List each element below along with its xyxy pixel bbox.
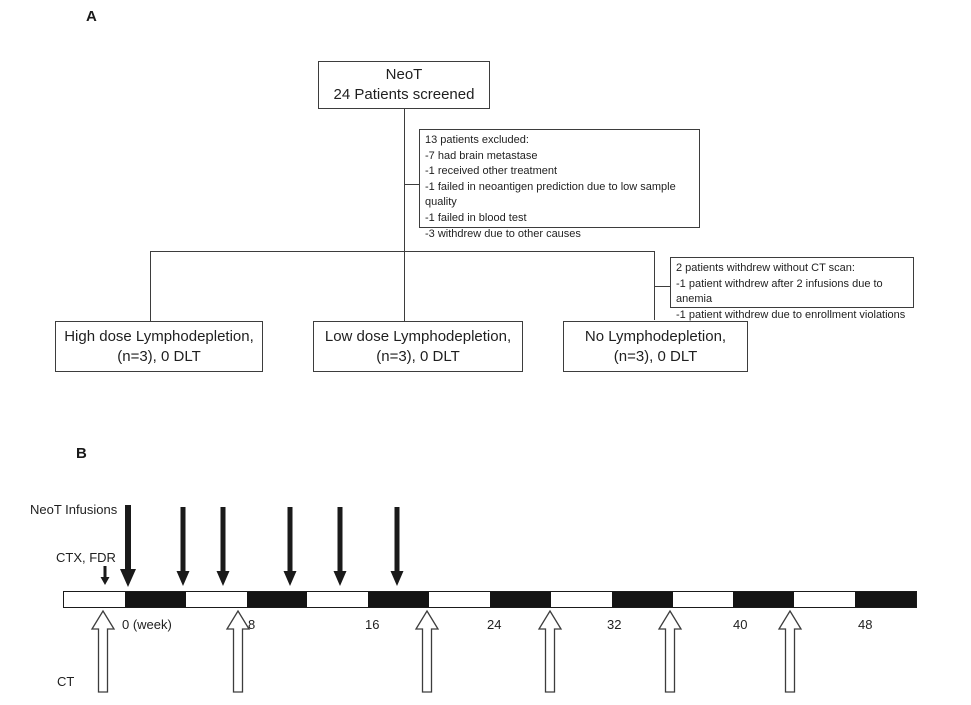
connector-withdrew-horizontal — [654, 286, 671, 287]
arm-box-line1: No Lymphodepletion, — [584, 327, 727, 345]
timeline-segment-black — [246, 592, 308, 607]
arm-box-no-lymphodepletion: No Lymphodepletion, (n=3), 0 DLT — [563, 321, 748, 372]
timeline-segment-black — [855, 592, 916, 607]
box-line: 13 patients excluded: — [425, 134, 529, 146]
week-label: 8 — [248, 617, 256, 632]
screened-box: NeoT 24 Patients screened — [318, 61, 490, 109]
week-label: 24 — [487, 617, 502, 632]
ctx-fdr-label: CTX, FDR — [56, 550, 116, 565]
box-line: 2 patients withdrew without CT scan: — [676, 262, 855, 274]
withdrew-box: 2 patients withdrew without CT scan: -1 p… — [670, 257, 914, 321]
panel-a-label: A — [86, 8, 97, 25]
ct-label: CT — [57, 674, 75, 689]
infusion-arrow — [120, 505, 136, 587]
ct-scan-arrow — [537, 609, 563, 693]
timeline-segment-black — [611, 592, 673, 607]
arm-box-line2: (n=3), 0 DLT — [376, 347, 460, 365]
box-line: -7 had brain metastase — [425, 149, 538, 162]
screened-box-line2: 24 Patients screened — [333, 86, 475, 103]
connector-middle-vertical — [404, 251, 405, 321]
screened-box-line1: NeoT — [385, 66, 423, 83]
infusion-arrow — [283, 507, 297, 586]
box-line: -1 patient withdrew after 2 infusions du… — [676, 277, 883, 306]
box-line: -1 failed in blood test — [425, 211, 527, 224]
connector-right-vertical — [654, 251, 655, 320]
timeline-segment-black — [733, 592, 795, 607]
arm-box-high-dose: High dose Lymphodepletion, (n=3), 0 DLT — [55, 321, 263, 372]
ct-scan-arrow — [90, 609, 116, 693]
neot-infusions-label: NeoT Infusions — [30, 502, 118, 517]
week-label: 16 — [365, 617, 380, 632]
timeline-segment-black — [124, 592, 186, 607]
box-line: -1 received other treatment — [425, 165, 558, 178]
connector-excluded-horizontal — [404, 184, 420, 185]
connector-top-vertical — [404, 109, 405, 251]
box-line: -1 failed in neoantigen prediction due t… — [425, 180, 676, 209]
infusion-arrow — [390, 507, 404, 586]
ctx-fdr-arrow — [100, 566, 110, 585]
week-label: 0 (week) — [122, 617, 172, 632]
panel-b-label: B — [76, 445, 87, 462]
arm-box-line2: (n=3), 0 DLT — [117, 347, 201, 365]
week-label: 48 — [858, 617, 873, 632]
excluded-box: 13 patients excluded: -7 had brain metast… — [419, 129, 700, 240]
arm-box-line1: Low dose Lymphodepletion, — [324, 327, 512, 345]
arm-box-line1: High dose Lymphodepletion, — [64, 327, 254, 345]
arm-box-low-dose: Low dose Lymphodepletion, (n=3), 0 DLT — [313, 321, 523, 372]
ct-scan-arrow — [414, 609, 440, 693]
connector-left-vertical — [150, 251, 151, 321]
timeline-bar — [63, 591, 917, 608]
box-line: -1 patient withdrew due to enrollment vi… — [676, 308, 906, 321]
connector-branch-horizontal — [150, 251, 655, 252]
ct-scan-arrow — [777, 609, 803, 693]
infusion-arrow — [216, 507, 230, 586]
infusion-arrow — [176, 507, 190, 586]
week-label: 40 — [733, 617, 748, 632]
ct-scan-arrow — [657, 609, 683, 693]
box-line: -3 withdrew due to other causes — [425, 227, 581, 240]
week-label: 32 — [607, 617, 622, 632]
ct-scan-arrow — [225, 609, 251, 693]
timeline-segment-black — [368, 592, 430, 607]
arm-box-line2: (n=3), 0 DLT — [613, 347, 698, 365]
timeline-segment-black — [490, 592, 551, 607]
infusion-arrow — [333, 507, 347, 586]
